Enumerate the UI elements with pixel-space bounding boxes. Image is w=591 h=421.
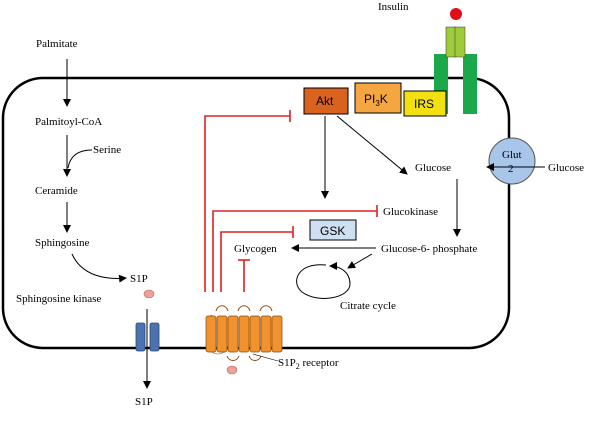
palmitate-label: Palmitate [36,38,78,50]
akt-label: Akt [316,94,334,108]
s1p-molecule-inside [143,289,155,299]
insulin-ligand [450,8,462,20]
pi3k-label: PI3K [364,92,388,108]
glut2-label-line1: Glut [502,149,522,161]
inhibit-gsk-line [220,231,293,292]
sphingosine-to-s1p-arrow [71,253,127,283]
s1p2-receptor-icon [205,305,283,361]
s1p-transporter-icon [135,322,160,352]
irs-box [403,90,447,117]
s1p-outside-label: S1P [135,396,153,408]
citrate-cycle-label: Citrate cycle [340,300,396,312]
glut2-transporter-icon [488,137,536,185]
s1p-molecule-receptor-bound [226,365,238,375]
gsk-label: GSK [320,224,345,238]
glut2-label-line2: 2 [508,163,514,175]
sphingosine-label: Sphingosine [35,237,90,249]
sphingosine-kinase-label: Sphingosine kinase [16,293,101,305]
inhibit-akt-line [204,115,290,292]
ceramide-label: Ceramide [35,185,78,197]
akt-box [303,87,349,115]
glucokinase-label: Glucokinase [383,206,438,218]
citrate-cycle-loop [296,262,351,299]
palmitoyl-coa-label: Palmitoyl-CoA [35,116,102,128]
inhibit-glucokinase-line [212,210,377,292]
g6p-to-citrate-arrow [347,253,373,269]
akt-to-glucose-arrow [336,115,408,175]
glucose-inside-label: Glucose [415,162,451,174]
irs-label: IRS [414,97,434,111]
gsk-box [309,219,357,241]
glycogen-label: Glycogen [234,243,277,255]
s1p-inside-label: S1P [130,273,148,285]
insulin-label: Insulin [378,1,409,13]
s1p2-label-leader [252,353,279,362]
serine-label: Serine [93,144,121,156]
s1p2-receptor-label: S1P2 receptor [278,357,339,371]
pi3k-box [354,82,402,114]
serine-input-arrow [67,149,93,169]
glucose6p-label: Glucose-6- phosphate [381,243,477,255]
glucose-outside-label: Glucose [548,162,584,174]
s1p2-inhibition-lines [204,110,378,292]
